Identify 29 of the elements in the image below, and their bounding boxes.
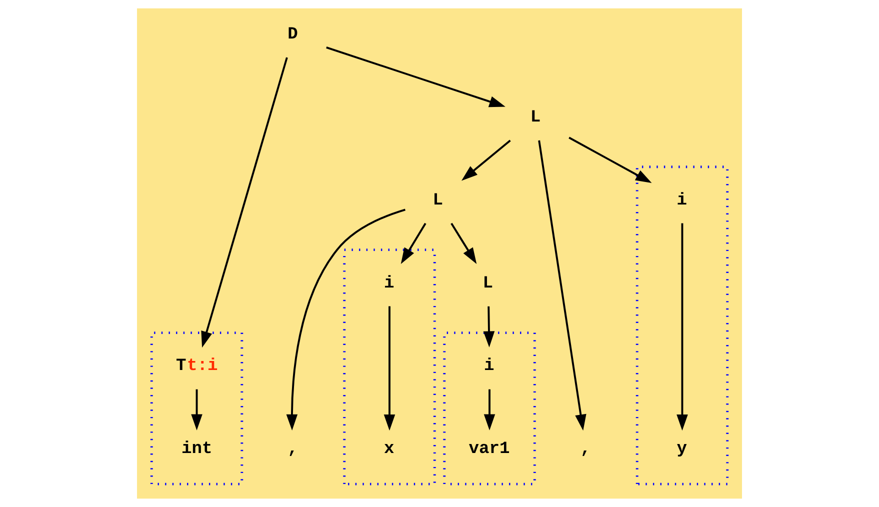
arrow [191,389,202,430]
arrow [384,306,396,431]
arrow [450,222,477,264]
arrow [538,140,586,431]
node-text: D [288,25,298,44]
node-text: y [676,440,687,460]
arrow [400,222,426,264]
node-text: L [530,108,541,128]
node-text: i [384,274,394,294]
cluster [343,248,436,486]
node-text: int [182,440,212,460]
arrow [484,389,496,430]
node-text: , [288,440,298,460]
node-text: var1 [468,440,510,460]
node-label: t:i [187,357,218,376]
arrow [483,306,495,348]
arrow [568,136,652,184]
node-text: , [580,440,591,460]
node-text: T [176,357,186,376]
arrow [286,208,406,430]
arrow [201,57,288,348]
node-text: i [676,191,687,210]
arrow [326,46,506,108]
node-text: L [482,274,494,294]
arrow [676,223,688,431]
node-text: x [384,440,394,460]
node-text: L [432,191,444,210]
arrow [461,140,511,181]
node-text: i [484,357,494,376]
